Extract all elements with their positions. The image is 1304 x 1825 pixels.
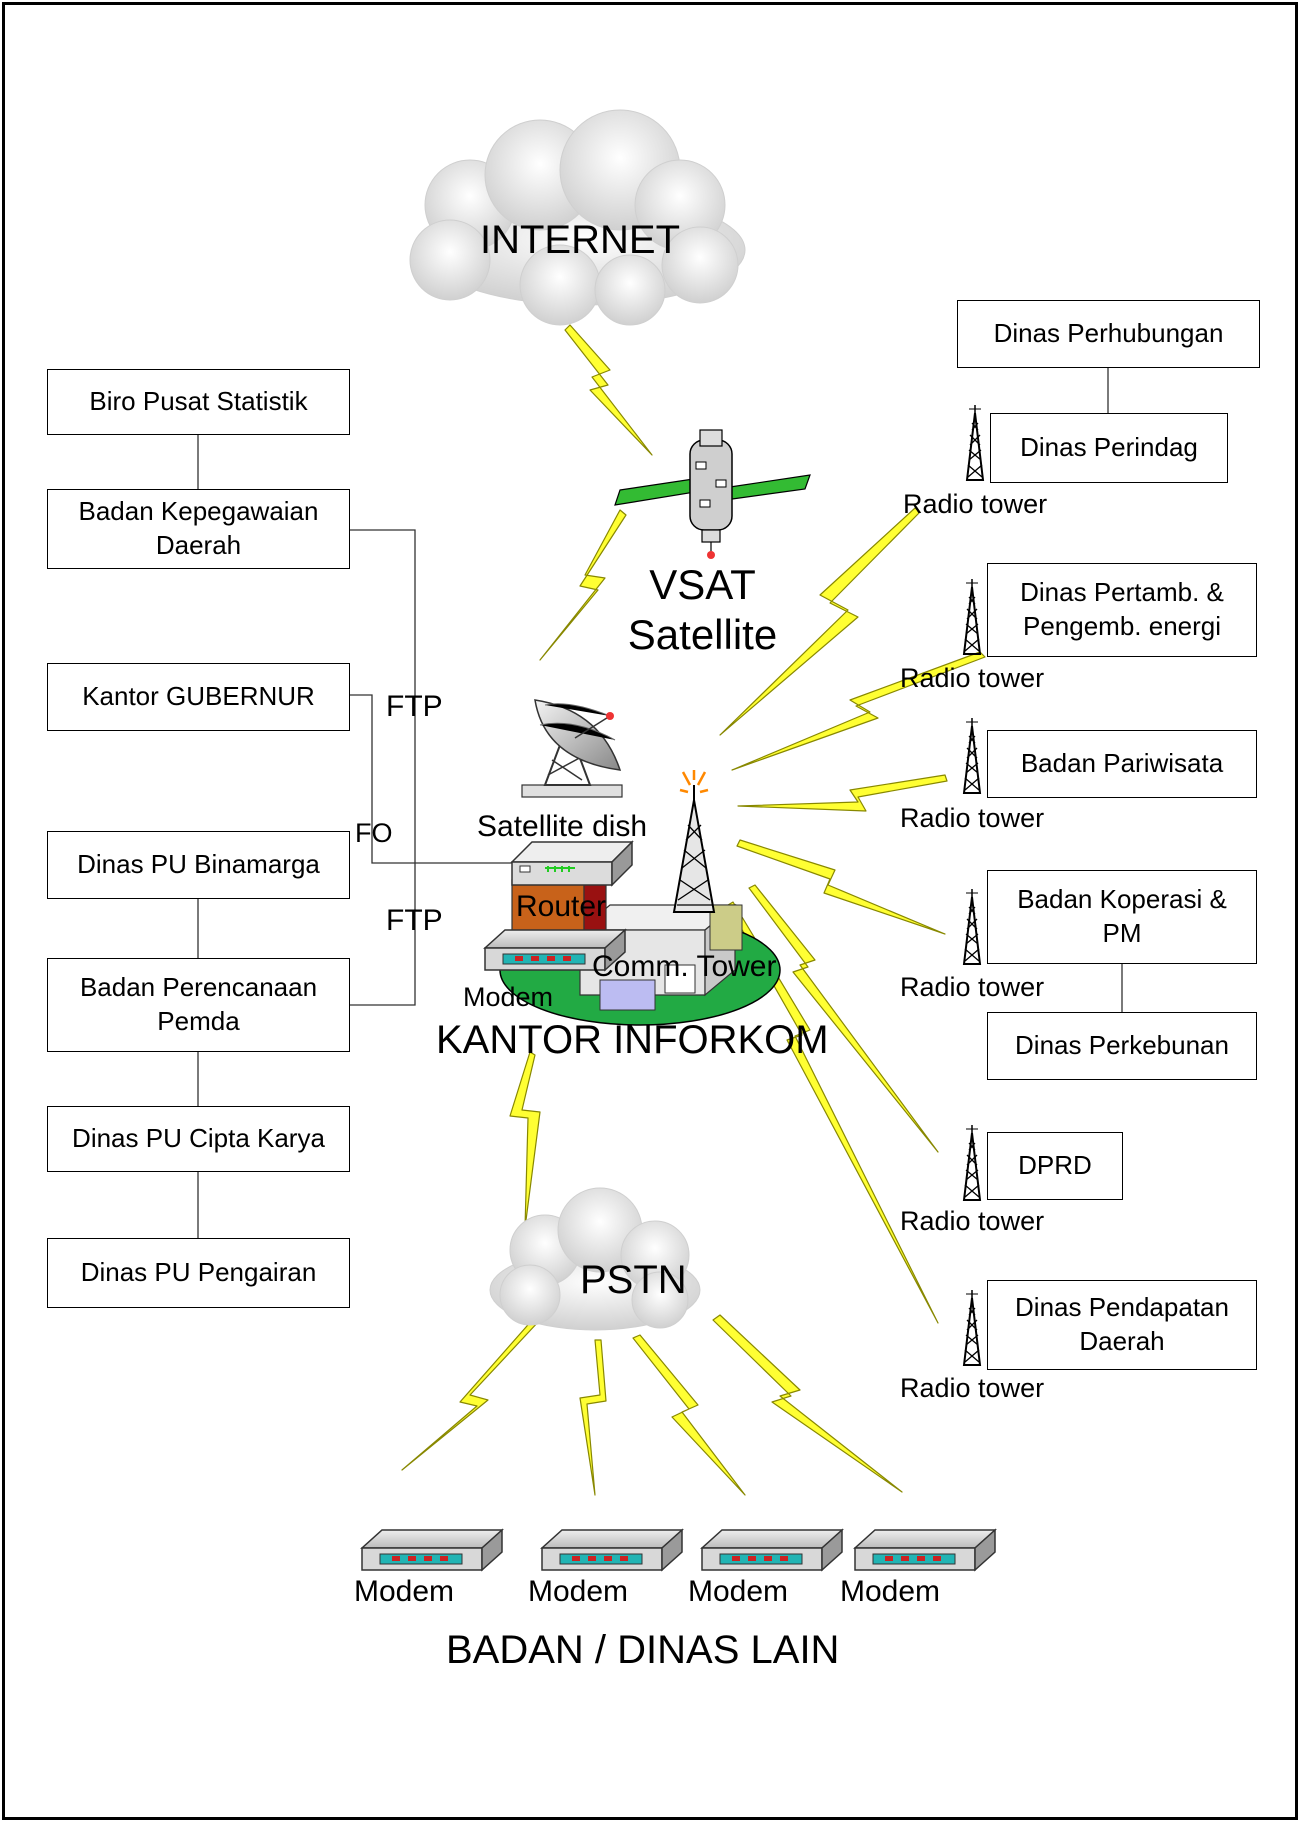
radio-tower-label: Radio tower bbox=[900, 803, 1045, 833]
box-dinas-perindag: Dinas Perindag bbox=[990, 413, 1228, 483]
box-dinas-perhubungan: Dinas Perhubungan bbox=[957, 300, 1260, 368]
radio-tower-label: Radio tower bbox=[900, 1373, 1045, 1403]
radio-tower-icon bbox=[966, 404, 984, 481]
bottom-modem-label: Modem bbox=[354, 1575, 455, 1608]
modem-icon bbox=[541, 1529, 683, 1571]
radio-tower-icon bbox=[963, 1124, 981, 1201]
box-dinas-pertamb-pengemb-energi: Dinas Pertamb. & Pengemb. energi bbox=[987, 563, 1257, 657]
satellite-dish-label: Satellite dish bbox=[477, 810, 648, 843]
box-kantor-gubernur: Kantor GUBERNUR bbox=[47, 663, 350, 731]
modem-icon bbox=[361, 1529, 503, 1571]
radio-tower-label: Radio tower bbox=[900, 663, 1045, 693]
communication-tower-icon bbox=[672, 770, 716, 913]
box-biro-pusat-statistik: Biro Pusat Statistik bbox=[47, 369, 350, 435]
radio-tower-label: Radio tower bbox=[903, 489, 1048, 519]
radio-tower-icon bbox=[963, 1289, 981, 1366]
internet-cloud-icon bbox=[409, 109, 746, 326]
ftp-label-top: FTP bbox=[386, 690, 443, 723]
radio-tower-icon bbox=[963, 717, 981, 794]
left-connectors bbox=[197, 434, 518, 1238]
ftp-label-bottom: FTP bbox=[386, 904, 443, 937]
box-dprd: DPRD bbox=[987, 1132, 1123, 1200]
box-dinas-pu-cipta-karya: Dinas PU Cipta Karya bbox=[47, 1106, 350, 1172]
radio-tower-label: Radio tower bbox=[900, 972, 1045, 1002]
router-label: Router bbox=[516, 890, 607, 923]
radio-tower-icon bbox=[963, 888, 981, 965]
modem-icon bbox=[701, 1529, 843, 1571]
bottom-modem-label: Modem bbox=[528, 1575, 629, 1608]
box-dinas-pu-binamarga: Dinas PU Binamarga bbox=[47, 831, 350, 899]
internet-label: INTERNET bbox=[480, 218, 680, 262]
satellite-dish-icon bbox=[521, 699, 623, 798]
radio-tower-label: Radio tower bbox=[900, 1206, 1045, 1236]
comm-tower-label: Comm. Tower bbox=[592, 950, 777, 983]
lightning-link-icon bbox=[401, 324, 986, 1496]
center-modem-label: Modem bbox=[463, 982, 554, 1012]
bottom-modem-label: Modem bbox=[840, 1575, 941, 1608]
radio-tower-icon bbox=[963, 578, 981, 655]
pstn-cloud-icon bbox=[489, 1187, 701, 1331]
bottom-modem-label: Modem bbox=[688, 1575, 789, 1608]
kantor-inforkom-title: KANTOR INFORKOM bbox=[436, 1018, 829, 1062]
box-dinas-pu-pengairan: Dinas PU Pengairan bbox=[47, 1238, 350, 1308]
pstn-label: PSTN bbox=[580, 1258, 687, 1302]
box-badan-kepegawaian-daerah: Badan Kepegawaian Daerah bbox=[47, 489, 350, 569]
vsat-satellite-label: VSAT Satellite bbox=[627, 561, 778, 659]
badan-dinas-lain-title: BADAN / DINAS LAIN bbox=[446, 1628, 840, 1672]
modem-icon bbox=[854, 1529, 996, 1571]
box-badan-koperasi-pm: Badan Koperasi & PM bbox=[987, 870, 1257, 964]
box-dinas-perkebunan: Dinas Perkebunan bbox=[987, 1012, 1257, 1080]
box-dinas-pendapatan-daerah: Dinas Pendapatan Daerah bbox=[987, 1280, 1257, 1370]
fo-label: FO bbox=[355, 818, 393, 848]
box-badan-perencanaan-pemda: Badan Perencanaan Pemda bbox=[47, 958, 350, 1052]
satellite-icon bbox=[614, 429, 811, 559]
box-badan-pariwisata: Badan Pariwisata bbox=[987, 730, 1257, 798]
right-connectors bbox=[1107, 368, 1123, 1012]
